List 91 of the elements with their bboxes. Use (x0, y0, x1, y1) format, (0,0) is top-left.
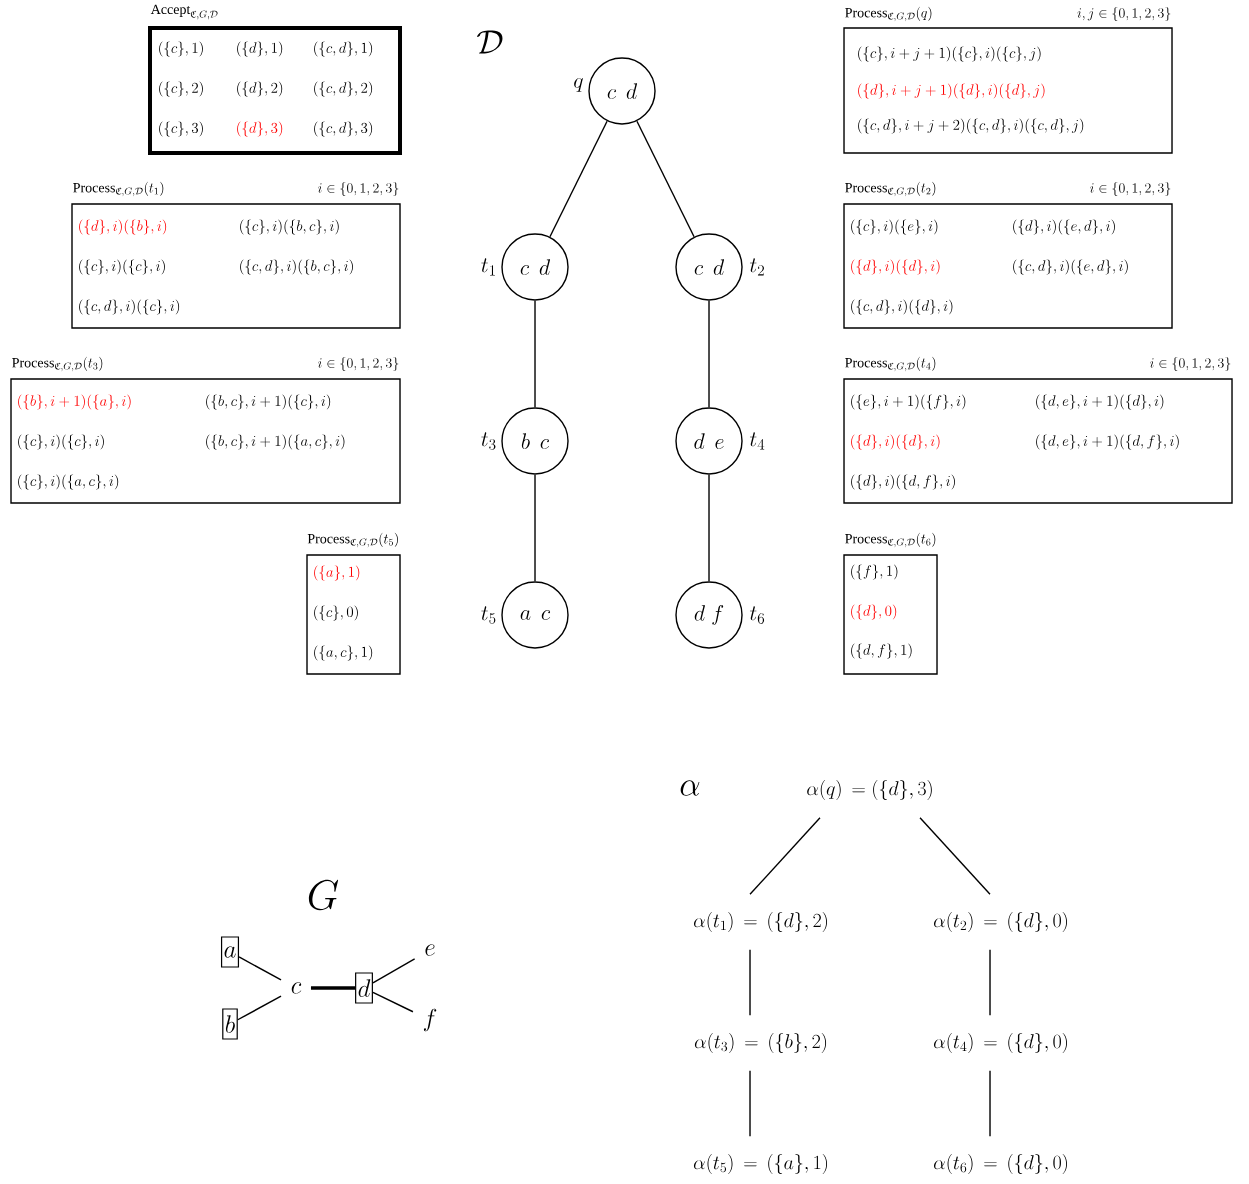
table-heading: $\mathrm{Process}_{\mathfrak{C},G,\mathcal{D}}(t_5)$ (307, 532, 398, 548)
table-heading: $\mathrm{Accept}_{\mathfrak{C},G,\mathcal{D}}$ (150, 4, 218, 20)
table-entry: $(\{d,e\},i+1)(\{d,f\},i)$ (1036, 434, 1179, 450)
diagram-label: $G$ (308, 879, 339, 911)
index-range: $i\in\{0,1,2,3\}$ (318, 182, 399, 196)
tree-edge (708, 474, 710, 582)
table-entry: $(\{c,d\},2)$ (314, 81, 373, 97)
index-range: $i\in\{0,1,2,3\}$ (1090, 182, 1171, 196)
node-label: $t_5$ (481, 606, 496, 624)
tree-edge (989, 949, 991, 1016)
assignment-text: $\alpha(t_3)\,=\,(\{b\},2)$ (694, 1033, 827, 1053)
node-label: $q$ (574, 77, 583, 92)
assignment-text: $\alpha(t_2)\,=\,(\{d\},0)$ (934, 912, 1067, 932)
tree-edge (549, 120, 608, 238)
table-entry: $(\{a,c\},1)$ (314, 645, 373, 661)
diagram-label: $\mathcal{D}$ (477, 30, 503, 54)
tree-edge (749, 949, 751, 1016)
table-entry: $(\{d\},3)$ (237, 121, 283, 137)
table-entry: $(\{d\},i)(\{b\},i)$ (79, 219, 167, 235)
assignment-text: $\alpha(q)\,=(\{d\},3)$ (807, 780, 932, 800)
node-label: $t_2$ (749, 258, 764, 276)
table-entry: $(\{c,d\},i)(\{e,d\},i)$ (1013, 259, 1128, 275)
table-entry: $(\{a\},1)$ (314, 565, 360, 581)
tree-edge (749, 1070, 751, 1137)
tree-edge (534, 474, 536, 582)
table-entry: $(\{c,d\},i)(\{b,c\},i)$ (240, 259, 353, 275)
table-heading: $\mathrm{Process}_{\mathfrak{C},G,\mathcal{D}}(t_2)$ (845, 181, 936, 197)
table-entry: $(\{b,c\},i+1)(\{c\},i)$ (206, 394, 331, 410)
table-entry: $(\{c\},i)(\{e\},i)$ (851, 219, 938, 235)
table-entry: $(\{c\},i)(\{a,c\},i)$ (18, 474, 119, 490)
table-entry: $(\{c,d\},i)(\{c\},i)$ (79, 299, 180, 315)
table-heading: $\mathrm{Process}_{\mathfrak{C},G,\mathcal{D}}(t_4)$ (845, 356, 936, 372)
index-range: $i\in\{0,1,2,3\}$ (318, 357, 399, 371)
table-entry: $(\{c,d\},1)$ (314, 41, 373, 57)
table-entry: $(\{d,f\},1)$ (851, 643, 912, 659)
graph-edge (372, 991, 414, 1013)
table-entry: $(\{c\},i+j+1)(\{c\},i)(\{c\},j)$ (858, 46, 1041, 62)
table-entry: $(\{d\},2)$ (237, 81, 283, 97)
table-heading: $\mathrm{Process}_{\mathfrak{C},G,\mathcal{D}}(t_1)$ (73, 181, 164, 197)
table-entry: $(\{c,d\},i+j+2)(\{c,d\},i)(\{c,d\},j)$ (858, 118, 1084, 134)
assignment-text: $\alpha(t_6)\,=\,(\{d\},0)$ (934, 1154, 1067, 1174)
table-entry: $(\{d\},0)$ (851, 604, 897, 620)
assignment-text: $\alpha(t_4)\,=\,(\{d\},0)$ (934, 1033, 1067, 1053)
vertex-label: $f$ (423, 1008, 437, 1032)
vertex-box: $d$ (355, 972, 373, 1004)
table-entry: $(\{c\},i)(\{b,c\},i)$ (240, 219, 339, 235)
tree-edge (534, 300, 536, 408)
graph-edge (372, 958, 416, 984)
table-heading: $\mathrm{Process}_{\mathfrak{C},G,\mathcal{D}}(q)$ (845, 6, 932, 22)
table-entry: $(\{d\},i)(\{d,f\},i)$ (851, 474, 955, 490)
node-label: $t_3$ (481, 432, 496, 450)
node-label: $t_6$ (749, 606, 765, 624)
table-heading: $\mathrm{Process}_{\mathfrak{C},G,\mathcal{D}}(t_3)$ (12, 356, 103, 372)
vertex-label: $e$ (425, 944, 435, 956)
table-entry: $(\{b\},i+1)(\{a\},i)$ (18, 394, 131, 410)
table-entry: $(\{d\},i)(\{d\},i)$ (851, 259, 940, 275)
table-entry: $(\{c\},0)$ (314, 605, 358, 621)
table-entry: $(\{d\},1)$ (237, 41, 283, 57)
table-entry: $(\{c,d\},i)(\{d\},i)$ (851, 299, 953, 315)
table-entry: $(\{c\},3)$ (159, 121, 203, 137)
table-entry: $(\{d\},i+j+1)(\{d\},i)(\{d\},j)$ (858, 83, 1045, 99)
table-entry: $(\{b,c\},i+1)(\{a,c\},i)$ (206, 434, 345, 450)
tree-edge (919, 817, 991, 895)
table-heading: $\mathrm{Process}_{\mathfrak{C},G,\mathcal{D}}(t_6)$ (845, 532, 936, 548)
index-range: $i,j\in\{0,1,2,3\}$ (1077, 7, 1171, 21)
tree-edge (708, 300, 710, 408)
table-entry: $(\{c\},i)(\{c\},i)$ (79, 259, 165, 275)
vertex-box: $b$ (222, 1008, 238, 1040)
table-entry: $(\{c,d\},3)$ (314, 121, 373, 137)
tree-edge (989, 1070, 991, 1137)
graph-edge (238, 956, 282, 981)
assignment-text: $\alpha(t_1)\,=\,(\{d\},2)$ (694, 912, 827, 932)
graph-edge (310, 986, 356, 990)
table-entry: $(\{c\},i)(\{c\},i)$ (18, 434, 104, 450)
tree-edge (749, 817, 821, 895)
node-label: $t_4$ (749, 432, 765, 450)
table-entry: $(\{d\},i)(\{d\},i)$ (851, 434, 940, 450)
table-entry: $(\{c\},2)$ (159, 81, 203, 97)
table-entry: $(\{d,e\},i+1)(\{d\},i)$ (1036, 394, 1164, 410)
table-entry: $(\{d\},i)(\{e,d\},i)$ (1013, 219, 1115, 235)
diagram-label: $\alpha$ (680, 780, 700, 796)
table-entry: $(\{c\},1)$ (159, 41, 203, 57)
vertex-label: $c$ (291, 982, 302, 994)
tree-edge (636, 120, 695, 238)
vertex-box: $a$ (221, 936, 240, 968)
index-range: $i\in\{0,1,2,3\}$ (1150, 357, 1231, 371)
table-entry: $(\{f\},1)$ (851, 564, 898, 580)
table-entry: $(\{e\},i+1)(\{f\},i)$ (851, 394, 966, 410)
graph-edge (237, 995, 282, 1021)
assignment-text: $\alpha(t_5)\,=\,(\{a\},1)$ (693, 1154, 828, 1174)
node-label: $t_1$ (481, 258, 495, 276)
